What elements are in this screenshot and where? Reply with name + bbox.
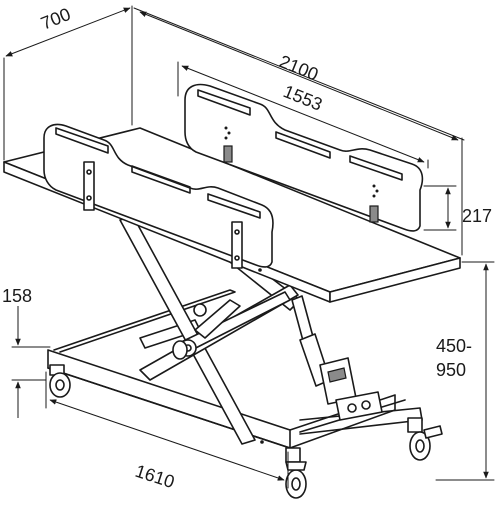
rail-length-label: 1553	[281, 81, 326, 115]
castor-back-right	[407, 417, 443, 461]
back-rail-mount-right	[369, 184, 379, 223]
castor-back-left	[172, 340, 188, 360]
dimension-lift-range: 450- 950	[435, 261, 495, 481]
width-label: 700	[38, 4, 73, 34]
dimension-rail-height: 217	[423, 185, 492, 231]
castor-front-left	[49, 364, 71, 398]
base-length-label: 1610	[133, 461, 177, 492]
castor-front-right	[285, 447, 307, 499]
lift-range-bottom-label: 950	[436, 360, 466, 380]
ground-clearance-label: 158	[2, 286, 32, 306]
dimension-ground-clearance: 158	[2, 286, 51, 418]
rail-height-label: 217	[462, 206, 492, 226]
front-side-rail	[43, 123, 274, 269]
front-rail-mount-right	[231, 221, 243, 269]
length-label: 2100	[277, 51, 322, 85]
front-rail-mount-left	[83, 161, 95, 211]
lift-range-top-label: 450-	[436, 336, 472, 356]
actuator	[291, 295, 383, 421]
